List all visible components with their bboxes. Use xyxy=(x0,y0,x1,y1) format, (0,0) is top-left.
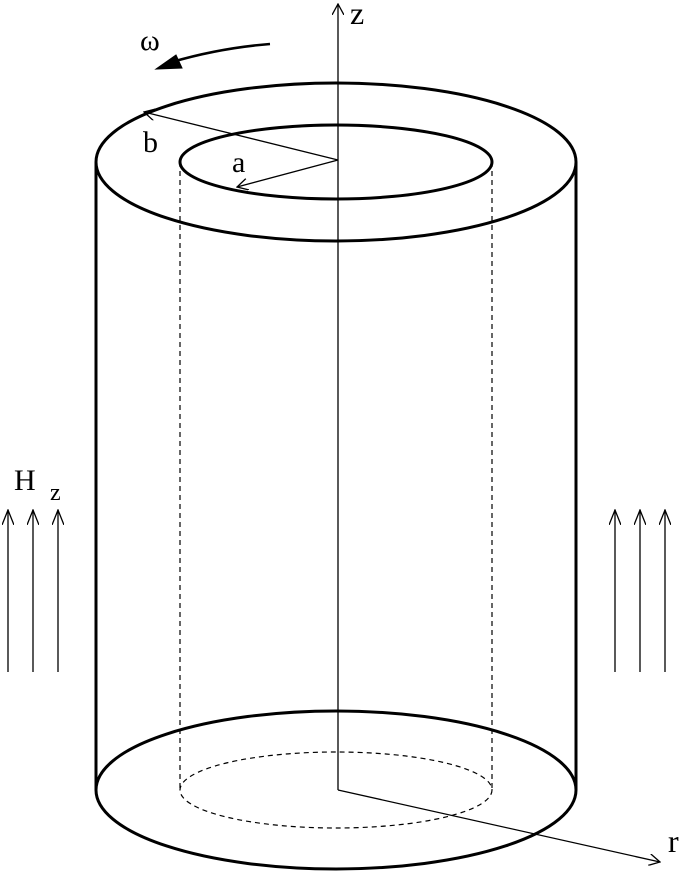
rotation-arrow xyxy=(154,42,271,70)
r-axis-label: r xyxy=(668,823,679,859)
top-inner-ellipse xyxy=(178,123,494,201)
inner-radius-label: a xyxy=(232,146,245,179)
omega-label: ω xyxy=(140,24,160,57)
outer-radius-label: b xyxy=(143,126,158,159)
bottom-outer-ellipse xyxy=(94,709,578,871)
field-arrows-left xyxy=(8,510,58,672)
radius-a-arrow xyxy=(237,159,339,187)
field-label-subscript: z xyxy=(50,480,61,506)
top-outer-ellipse xyxy=(94,81,578,243)
z-axis-label: z xyxy=(350,0,364,31)
field-arrows-right xyxy=(615,510,665,672)
radius-b-arrow xyxy=(144,112,339,161)
bottom-inner-ellipse xyxy=(179,751,493,829)
field-label: H xyxy=(14,464,36,497)
r-axis xyxy=(337,789,660,862)
